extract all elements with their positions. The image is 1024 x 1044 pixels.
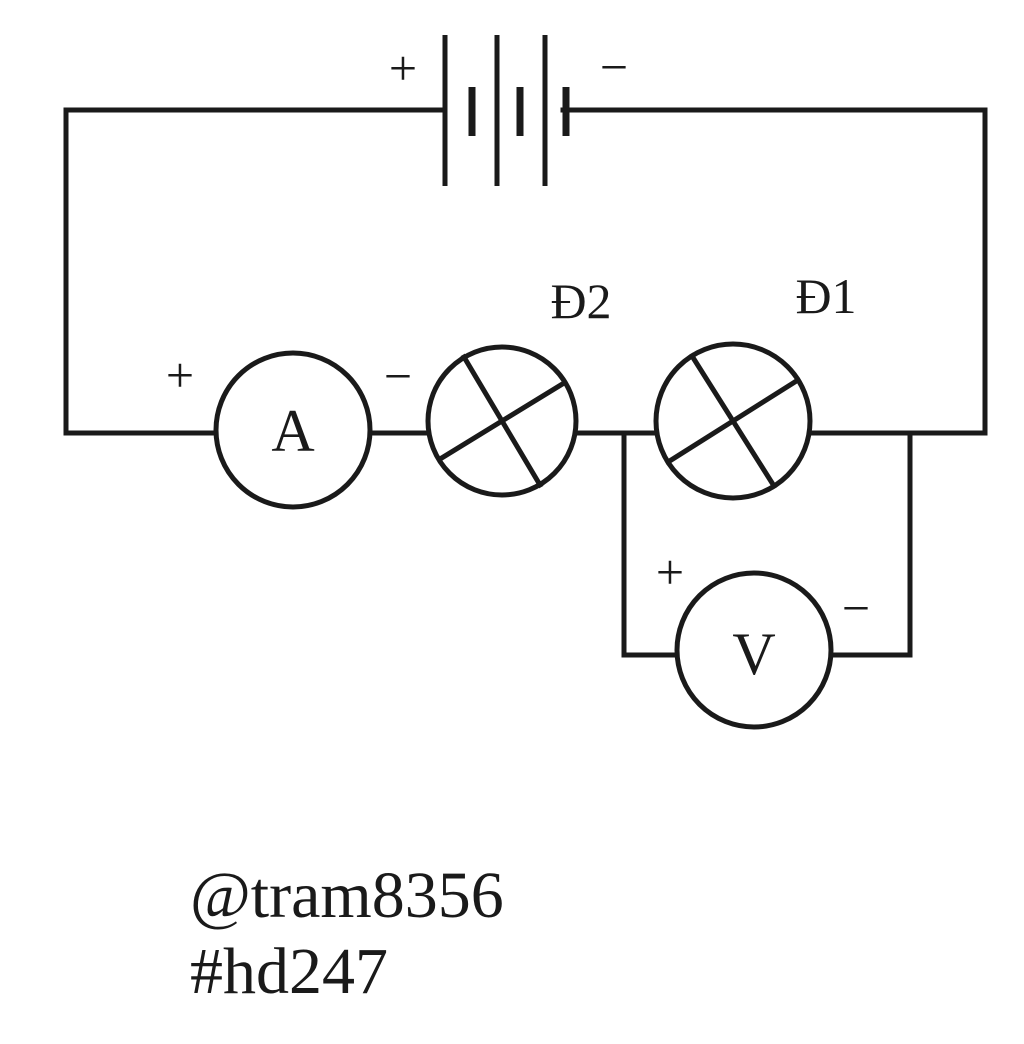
battery-minus-sign: − (600, 39, 628, 95)
hashtag: #hd247 (190, 935, 388, 1008)
ammeter-symbol: A (271, 398, 314, 464)
voltmeter-circle (674, 570, 834, 730)
battery-symbol: + − (389, 35, 628, 186)
voltmeter-plus-sign: + (656, 544, 684, 600)
lamp-1-cross-stroke-2 (664, 376, 802, 466)
lamp-2-label: Đ2 (550, 273, 611, 329)
voltmeter-minus-sign: − (842, 580, 870, 636)
ammeter-plus-sign: + (166, 347, 194, 403)
wire-voltmeter-right-branch (828, 430, 913, 658)
lamp-2: Đ2 (425, 273, 612, 498)
voltmeter-symbol: V (732, 621, 775, 687)
lamp-2-cross-stroke-2 (436, 379, 568, 463)
author-handle: @tram8356 (190, 859, 504, 932)
lamp-1-label: Đ1 (795, 268, 856, 324)
wire-battery-left-to-ammeter (63, 107, 448, 436)
wire-battery-right-to-lamp-1 (560, 107, 988, 436)
wire-voltmeter-left-branch (621, 430, 680, 658)
battery-plus-sign: + (389, 40, 417, 96)
circuit-wires (63, 107, 988, 658)
ammeter: A + − (166, 347, 412, 510)
ammeter-circle (213, 350, 373, 510)
lamp-1: Đ1 (653, 268, 857, 501)
credits: @tram8356 #hd247 (190, 858, 504, 1010)
voltmeter: V + − (656, 544, 870, 730)
ammeter-minus-sign: − (384, 348, 412, 404)
